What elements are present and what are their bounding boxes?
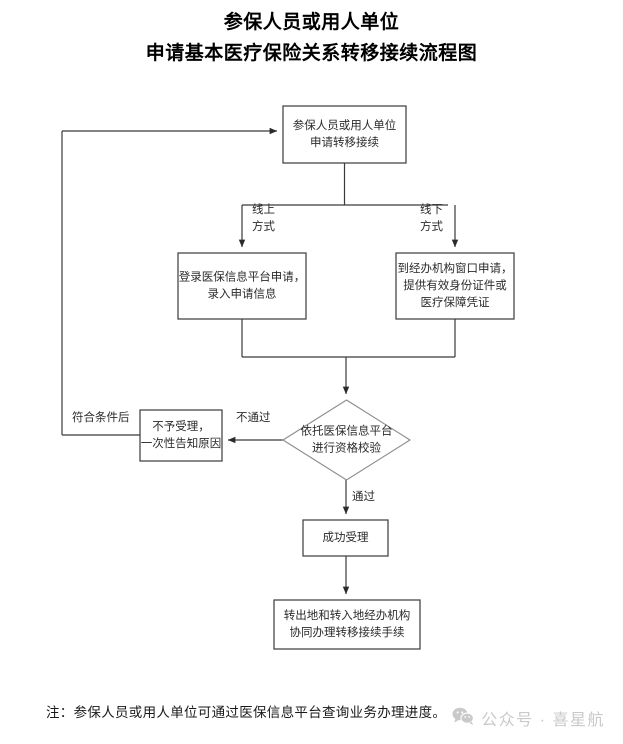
node-transfer-handling: 转出地和转入地经办机构协同办理转移接续手续 [273, 599, 421, 650]
node-verify-decision-shape [281, 399, 412, 481]
footer-note: 注：参保人员或用人单位可通过医保信息平台查询业务办理进度。 [46, 705, 447, 720]
watermark-label: 公众号 · 喜星航 [481, 712, 605, 729]
node-reject-shape [139, 409, 223, 462]
edge-label-after-qualified: 符合条件后 [72, 410, 130, 424]
node-accepted-label: 成功受理 [323, 531, 369, 544]
node-reject-label: 不予受理，一次性告知原因 [141, 420, 222, 450]
node-offline-apply-label: 到经办机构窗口申请，提供有效身份证件或医疗保障凭证 [398, 261, 513, 309]
node-start-label: 参保人员或用人单位申请转移接续 [293, 118, 397, 149]
edge-start-split [238, 163, 459, 248]
node-transfer-handling-label: 转出地和转入地经办机构协同办理转移接续手续 [284, 608, 411, 639]
edge-label-online-method: 线上方式 [252, 202, 275, 233]
node-start-shape [282, 105, 407, 164]
node-offline-apply: 到经办机构窗口申请，提供有效身份证件或医疗保障凭证 [395, 252, 515, 320]
edge-label-passed: 通过 [352, 490, 375, 503]
node-start: 参保人员或用人单位申请转移接续 [282, 105, 407, 164]
node-online-apply-shape [177, 252, 307, 320]
page-title: 参保人员或用人单位 申请基本医疗保险关系转移接续流程图 [0, 8, 623, 70]
node-offline-apply-shape [395, 252, 515, 320]
watermark: 公众号 · 喜星航 [452, 706, 605, 730]
title-line-1: 参保人员或用人单位 [223, 12, 400, 33]
node-online-apply: 登录医保信息平台申请，录入申请信息 [177, 252, 307, 320]
node-verify-decision: 依托医保信息平台进行资格校验 [281, 399, 412, 481]
node-reject: 不予受理，一次性告知原因 [139, 409, 223, 462]
wechat-icon [452, 707, 475, 730]
edge-reject-start [61, 127, 278, 436]
node-verify-decision-label: 依托医保信息平台进行资格校验 [301, 424, 393, 455]
title-line-2: 申请基本医疗保险关系转移接续流程图 [145, 43, 478, 64]
node-accepted-shape [302, 519, 389, 557]
node-online-apply-label: 登录医保信息平台申请，录入申请信息 [179, 270, 306, 301]
edge-label-not-passed: 不通过 [236, 411, 271, 424]
node-transfer-handling-shape [273, 599, 421, 650]
edge-merge-verify [241, 319, 456, 395]
node-accepted: 成功受理 [302, 519, 389, 557]
edge-label-offline-method: 线下方式 [420, 202, 443, 233]
